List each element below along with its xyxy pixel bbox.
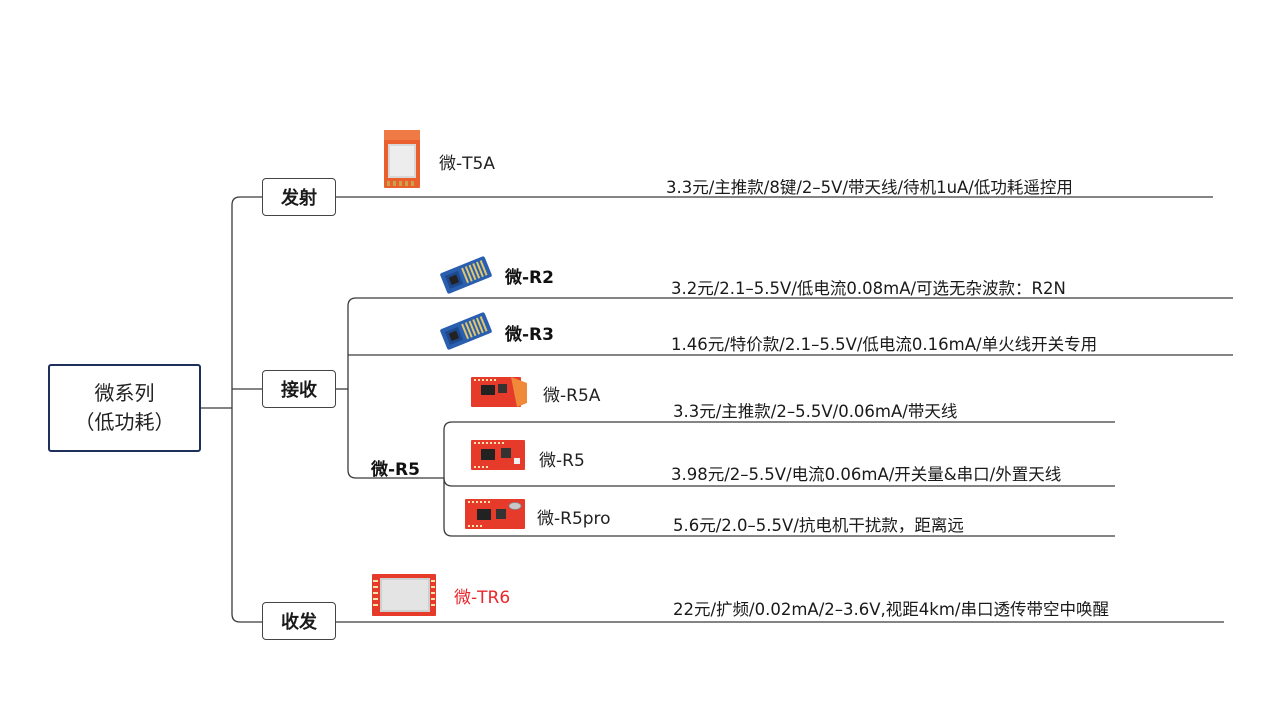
r5pro-module-image: [465, 499, 525, 529]
product-spec-r5pro: 5.6元/2.0–5.5V/抗电机干扰款，距离远: [673, 516, 964, 535]
t5a-module-image: [384, 130, 420, 188]
product-spec-r5a: 3.3元/主推款/2–5.5V/0.06mA/带天线: [673, 402, 958, 421]
root-title: 微系列: [94, 381, 155, 405]
product-spec-t5a: 3.3元/主推款/8键/2–5V/带天线/待机1uA/低功耗遥控用: [666, 178, 1073, 197]
product-name-r5pro: 微-R5pro: [537, 509, 611, 529]
category-receive: 接收: [262, 370, 336, 408]
root-subtitle: （低功耗）: [74, 410, 175, 434]
tr6-module-image: [372, 574, 436, 616]
product-name-r5a: 微-R5A: [543, 386, 601, 406]
product-name-r2: 微-R2: [505, 268, 554, 288]
product-spec-tr6: 22元/扩频/0.02mA/2–3.6V,视距4km/串口透传带空中唤醒: [673, 600, 1109, 619]
root-node: 微系列 （低功耗）: [48, 364, 201, 452]
product-name-r3: 微-R3: [505, 325, 554, 345]
category-transmit: 发射: [262, 178, 336, 216]
r5a-module-image: [471, 377, 527, 407]
category-transceive: 收发: [262, 602, 336, 640]
product-spec-r5: 3.98元/2–5.5V/电流0.06mA/开关量&串口/外置天线: [671, 465, 1062, 484]
product-spec-r2: 3.2元/2.1–5.5V/低电流0.08mA/可选无杂波款：R2N: [671, 279, 1066, 298]
group-label-r5: 微-R5: [371, 460, 420, 480]
product-spec-r3: 1.46元/特价款/2.1–5.5V/低电流0.16mA/单火线开关专用: [671, 335, 1098, 354]
r3-module-image: [440, 312, 492, 350]
product-name-r5: 微-R5: [539, 451, 585, 471]
product-name-t5a: 微-T5A: [439, 154, 495, 174]
product-name-tr6: 微-TR6: [454, 588, 511, 608]
r2-module-image: [440, 256, 492, 294]
r5-module-image: [471, 440, 525, 470]
